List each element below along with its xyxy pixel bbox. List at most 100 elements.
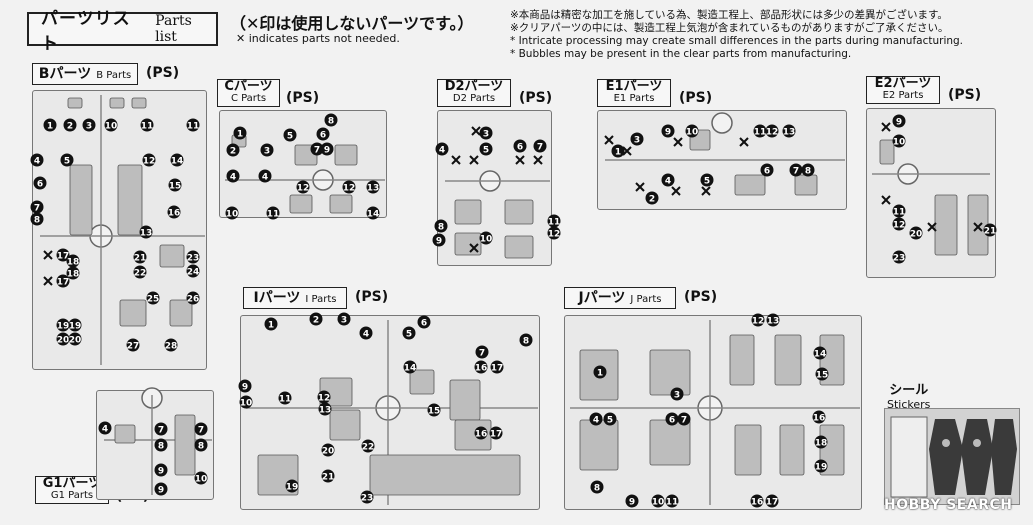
svg-text:5: 5	[704, 176, 710, 186]
part-number-badge: 12	[296, 180, 310, 194]
svg-text:17: 17	[491, 363, 504, 373]
runner-label-c: Cパーツ C Parts	[217, 79, 280, 107]
runner-label-i: Iパーツ I Parts	[243, 287, 347, 309]
part-number-badge: 6	[665, 412, 679, 426]
part-number-badge: 27	[126, 338, 140, 352]
svg-text:8: 8	[805, 166, 811, 176]
svg-text:3: 3	[86, 121, 92, 131]
svg-text:9: 9	[242, 382, 248, 392]
plastic-part	[934, 194, 958, 256]
part-number-badge: 21	[133, 250, 147, 264]
svg-text:20: 20	[910, 229, 923, 239]
part-number-badge: 9	[432, 233, 446, 247]
runner-c-jp: Cパーツ	[224, 79, 273, 94]
svg-text:1: 1	[615, 147, 621, 157]
svg-text:11: 11	[548, 217, 561, 227]
part-number-badge: 12	[342, 180, 356, 194]
svg-text:3: 3	[674, 390, 680, 400]
unused-mark	[671, 186, 681, 196]
part-number-badge: 17	[56, 248, 70, 262]
svg-text:10: 10	[893, 137, 906, 147]
svg-text:1: 1	[268, 320, 274, 330]
svg-text:8: 8	[594, 483, 600, 493]
plastic-part	[289, 194, 313, 214]
svg-text:15: 15	[428, 406, 441, 416]
part-number-badge: 19	[56, 318, 70, 332]
part-number-badge: 20	[68, 332, 82, 346]
manufacturing-notes: ※本商品は精密な加工を施している為、製造工程上、部品形状には多少の差異がございま…	[510, 9, 963, 61]
runner-label-j: Jパーツ J Parts	[564, 287, 676, 309]
plastic-part	[454, 199, 482, 225]
part-number-badge: 12	[142, 153, 156, 167]
part-number-badge: 5	[60, 153, 74, 167]
part-number-badge: 16	[474, 426, 488, 440]
part-number-badge: 19	[285, 479, 299, 493]
svg-text:19: 19	[69, 321, 82, 331]
note-line: ※クリアパーツの中には、製造工程上気泡が含まれているものがありますがご了承くださ…	[510, 22, 949, 34]
svg-text:13: 13	[319, 405, 332, 415]
svg-text:18: 18	[67, 269, 80, 279]
part-number-badge: 7	[789, 163, 803, 177]
svg-text:7: 7	[479, 348, 485, 358]
svg-text:16: 16	[475, 429, 488, 439]
unused-mark	[673, 137, 683, 147]
svg-text:21: 21	[322, 472, 335, 482]
unused-mark	[881, 122, 891, 132]
part-number-badge: 13	[139, 225, 153, 239]
part-number-badge: 7	[194, 422, 208, 436]
svg-text:4: 4	[230, 172, 236, 182]
part-number-badge: 5	[283, 128, 297, 142]
part-number-badge: 11	[753, 124, 767, 138]
plastic-part	[169, 299, 193, 327]
stickers-jp: シール	[889, 383, 929, 398]
svg-text:3: 3	[634, 135, 640, 145]
part-number-badge: 12	[765, 124, 779, 138]
part-number-badge: 11	[547, 214, 561, 228]
part-number-badge: 2	[226, 143, 240, 157]
svg-text:9: 9	[896, 117, 902, 127]
part-number-badge: 17	[490, 360, 504, 374]
part-number-badge: 16	[812, 410, 826, 424]
svg-text:4: 4	[593, 415, 599, 425]
part-number-badge: 2	[645, 191, 659, 205]
plastic-part	[109, 97, 125, 109]
svg-text:7: 7	[158, 425, 164, 435]
runner-b-material: (PS)	[146, 65, 180, 81]
svg-text:16: 16	[168, 208, 181, 218]
part-number-badge: 23	[186, 250, 200, 264]
runner-i-material: (PS)	[355, 289, 389, 305]
part-number-badge: 4	[435, 142, 449, 156]
part-number-badge: 21	[321, 469, 335, 483]
stickers-en: Stickers	[887, 398, 931, 411]
svg-text:13: 13	[767, 316, 780, 326]
unused-note-en: ✕ indicates parts not needed.	[236, 32, 400, 45]
plastic-part	[967, 194, 989, 256]
part-number-badge: 5	[700, 173, 714, 187]
part-number-badge: 14	[403, 360, 417, 374]
part-number-badge: 12	[547, 226, 561, 240]
part-number-badge: 3	[337, 312, 351, 326]
part-number-badge: 16	[750, 494, 764, 508]
svg-text:11: 11	[279, 394, 292, 404]
svg-text:9: 9	[158, 466, 164, 476]
part-number-badge: 6	[316, 127, 330, 141]
svg-text:6: 6	[320, 130, 326, 140]
part-number-badge: 23	[360, 490, 374, 504]
part-number-badge: 10	[194, 471, 208, 485]
part-number-badge: 12	[892, 217, 906, 231]
part-number-badge: 5	[603, 412, 617, 426]
runner-d2-jp: D2パーツ	[444, 79, 504, 94]
svg-text:11: 11	[893, 207, 906, 217]
runner-label-g1: G1パーツ G1 Parts	[35, 476, 109, 504]
runner-e1-material: (PS)	[679, 90, 713, 106]
runner-e2-jp: E2パーツ	[874, 76, 932, 91]
svg-text:7: 7	[681, 415, 687, 425]
unused-mark	[604, 135, 614, 145]
runner-label-d2: D2パーツ D2 Parts	[437, 79, 511, 107]
part-number-badge: 4	[98, 421, 112, 435]
svg-text:4: 4	[665, 176, 671, 186]
svg-text:11: 11	[141, 121, 154, 131]
svg-text:19: 19	[815, 462, 828, 472]
runner-c-en: C Parts	[230, 92, 267, 104]
part-number-badge: 7	[475, 345, 489, 359]
